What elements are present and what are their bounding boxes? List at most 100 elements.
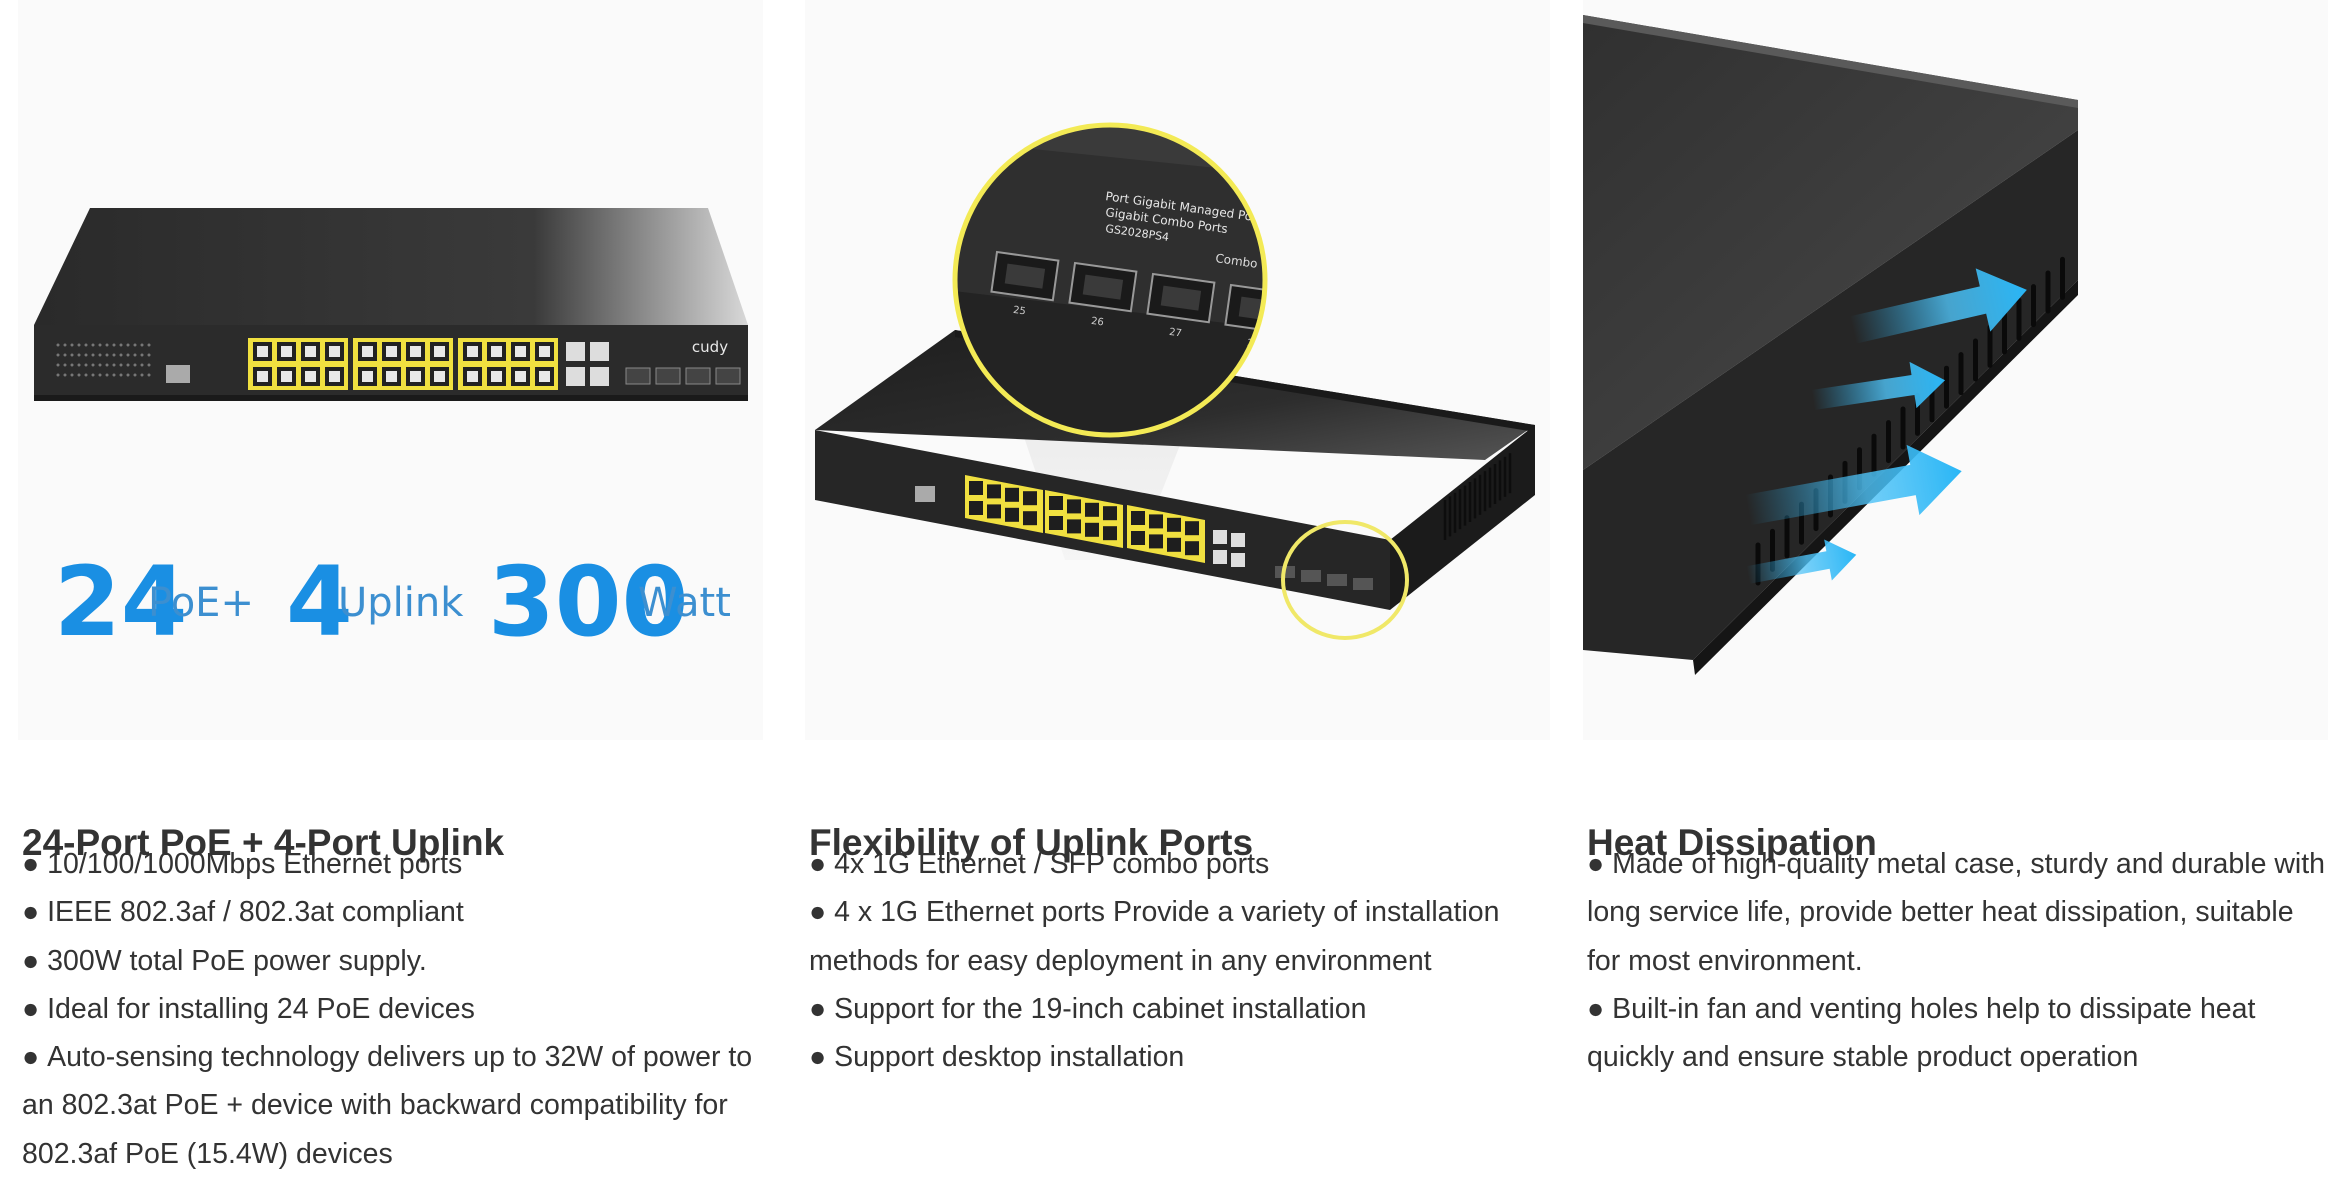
port-number: 25 — [1012, 305, 1026, 318]
ethernet-port-contacts — [329, 371, 340, 382]
arrow-shape — [1745, 444, 1962, 526]
bullet-item: Support desktop installation — [809, 1033, 1549, 1081]
uplink-port — [1213, 530, 1227, 544]
ethernet-port — [1185, 521, 1199, 536]
bullet-item: IEEE 802.3af / 802.3at compliant — [22, 888, 762, 936]
ethernet-port-contacts — [281, 371, 292, 382]
port-number: 27 — [1168, 327, 1182, 340]
airflow-arrow — [1849, 268, 2027, 344]
ethernet-port-contacts — [362, 346, 373, 357]
status-led — [140, 363, 144, 367]
switch-zoom-image: Port Gigabit Managed PoE+ Switch with Gi… — [805, 0, 1550, 740]
ethernet-port-contacts — [257, 346, 268, 357]
status-led — [133, 343, 137, 347]
brand-logo: cudy — [692, 338, 728, 356]
feature-bullets: 4x 1G Ethernet / SFP combo ports 4 x 1G … — [809, 840, 1549, 1081]
status-led — [56, 363, 60, 367]
status-led — [70, 353, 74, 357]
arrow-shape — [1849, 268, 2027, 344]
status-led — [147, 373, 151, 377]
ethernet-port — [987, 484, 1001, 499]
feature-card-poe: cudy 24 PoE+ 4 Uplink 300 Watt 24-Port P… — [18, 0, 763, 1170]
status-led — [105, 363, 109, 367]
status-led — [133, 363, 137, 367]
ethernet-port — [1167, 537, 1181, 552]
ethernet-port — [1005, 507, 1019, 522]
status-led — [140, 343, 144, 347]
status-led — [112, 343, 116, 347]
status-led — [91, 353, 95, 357]
airflow-arrow — [1745, 444, 1962, 526]
arrow-shape — [1811, 361, 1946, 410]
sfp-port — [685, 367, 711, 385]
status-led — [56, 353, 60, 357]
ethernet-port-contacts — [305, 346, 316, 357]
airflow-arrows — [1745, 268, 2027, 584]
status-led — [112, 353, 116, 357]
bullet-item: 4 x 1G Ethernet ports Provide a variety … — [809, 888, 1549, 985]
bullet-item: Built-in fan and venting holes help to d… — [1587, 985, 2327, 1082]
ethernet-port-contacts — [539, 371, 550, 382]
status-led — [63, 353, 67, 357]
status-led — [105, 343, 109, 347]
uplink-port — [590, 367, 609, 386]
port-number: 26 — [1090, 316, 1104, 329]
feature-card-heat: Heat Dissipation Made of high-quality me… — [1583, 0, 2328, 1073]
status-led — [77, 363, 81, 367]
ethernet-port — [1049, 516, 1063, 530]
ethernet-port — [1149, 534, 1163, 549]
status-led — [112, 363, 116, 367]
ethernet-port-contacts — [539, 346, 550, 357]
status-led — [119, 353, 123, 357]
status-led — [126, 353, 130, 357]
stat-unit: Uplink — [338, 580, 464, 626]
ethernet-port — [969, 501, 983, 515]
status-led — [119, 363, 123, 367]
sfp-port-slot — [1238, 296, 1265, 322]
ethernet-port-contacts — [410, 346, 421, 357]
ethernet-port — [1067, 499, 1081, 514]
ethernet-port-contacts — [386, 346, 397, 357]
status-led — [140, 373, 144, 377]
ethernet-port-contacts — [467, 346, 478, 357]
sfp-port — [1353, 578, 1373, 590]
sfp-port — [715, 367, 741, 385]
combo-label: Combo — [1215, 251, 1259, 271]
sfp-port — [625, 367, 651, 385]
ethernet-port-contacts — [434, 346, 445, 357]
ethernet-port-contacts — [467, 371, 478, 382]
status-led — [84, 343, 88, 347]
ethernet-port — [1103, 526, 1117, 541]
feature-bullets: Made of high-quality metal case, sturdy … — [1587, 840, 2327, 1081]
status-led — [70, 363, 74, 367]
status-led — [105, 373, 109, 377]
sfp-port-slot — [1082, 274, 1124, 300]
airflow-arrow — [1811, 361, 1946, 410]
uplink-port — [1231, 533, 1245, 547]
sfp-port-slot — [1004, 263, 1046, 289]
ethernet-port-contacts — [491, 346, 502, 357]
ethernet-port — [1167, 517, 1181, 532]
status-led — [98, 363, 102, 367]
bullet-item: Made of high-quality metal case, sturdy … — [1587, 840, 2327, 985]
status-led — [84, 373, 88, 377]
ethernet-port — [1005, 487, 1019, 502]
status-led — [147, 353, 151, 357]
status-led — [126, 343, 130, 347]
ethernet-port-contacts — [305, 371, 316, 382]
ethernet-port — [1067, 519, 1081, 534]
ethernet-port — [1131, 531, 1145, 545]
switch-heat-image — [1583, 0, 2328, 740]
sfp-port — [1327, 574, 1347, 586]
ethernet-port-contacts — [410, 371, 421, 382]
feature-bullets: 10/100/1000Mbps Ethernet ports IEEE 802.… — [22, 840, 762, 1178]
uplink-port — [566, 367, 585, 386]
status-led — [70, 343, 74, 347]
bullet-item: 300W total PoE power supply. — [22, 937, 762, 985]
bullet-item: Support for the 19-inch cabinet installa… — [809, 985, 1549, 1033]
arrow-shape — [1746, 539, 1857, 584]
status-led — [140, 353, 144, 357]
status-led — [63, 373, 67, 377]
status-led — [84, 363, 88, 367]
ethernet-port — [1023, 491, 1037, 506]
